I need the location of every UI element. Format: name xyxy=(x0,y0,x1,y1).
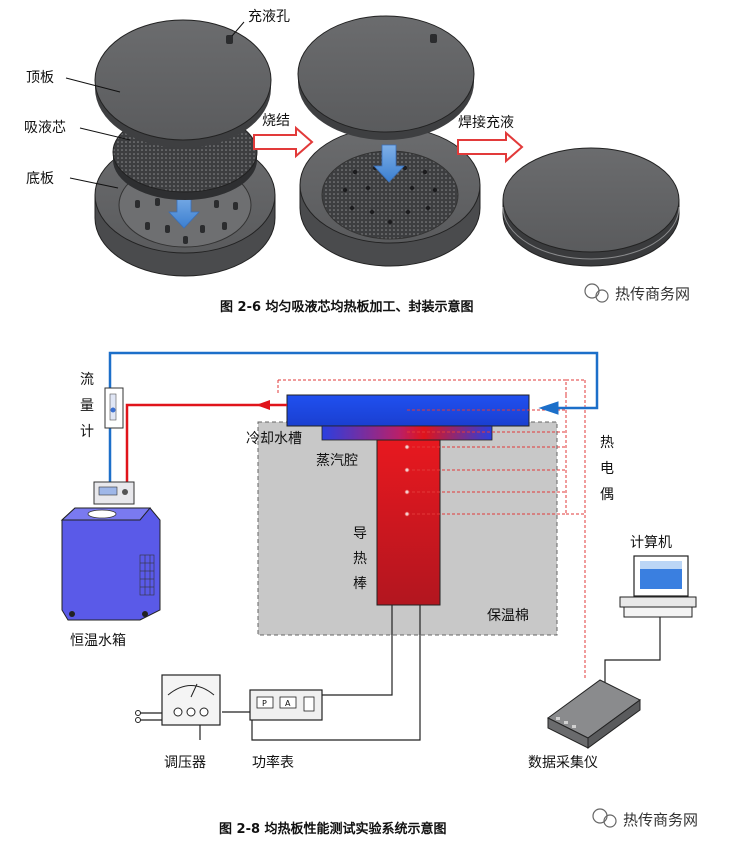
inlet-arrow-icon xyxy=(538,401,559,415)
computer xyxy=(619,555,697,618)
heat-rod xyxy=(376,439,441,606)
label-computer: 计算机 xyxy=(630,535,672,551)
terminal-icon xyxy=(135,717,141,723)
top-plate-2 xyxy=(297,15,475,140)
label-flowmeter-2: 量 xyxy=(80,398,94,414)
label-heat-rod-1: 导 xyxy=(353,526,367,542)
watermark-1: 热传商务网 xyxy=(584,283,690,303)
computer-cable xyxy=(604,617,661,686)
wechat-icon xyxy=(584,283,600,299)
fill-hole-icon xyxy=(226,35,233,44)
watermark-text-2: 热传商务网 xyxy=(623,811,698,829)
label-water-bath: 恒温水箱 xyxy=(70,633,126,649)
regulator xyxy=(161,674,221,726)
terminal-icon xyxy=(135,710,141,716)
label-regulator: 调压器 xyxy=(164,755,206,771)
thermocouple-lines xyxy=(277,379,586,680)
label-flowmeter-1: 流 xyxy=(80,372,94,388)
label-thermocouple-2: 电 xyxy=(600,461,614,477)
down-arrow-2 xyxy=(373,144,405,183)
label-insulation: 保温棉 xyxy=(487,607,529,624)
sealed-vapor-chamber xyxy=(502,147,680,267)
caption-fig-2-6: 图 2-6 均匀吸液芯均热板加工、封装示意图 xyxy=(220,299,474,315)
step-arrow-sintering: 烧结 xyxy=(253,113,314,159)
label-sintering: 烧结 xyxy=(262,113,290,129)
label-thermocouple-3: 偶 xyxy=(600,487,614,503)
sintered-bottom-plate xyxy=(299,126,481,267)
power-meter: P A xyxy=(249,689,323,721)
label-power-meter: 功率表 xyxy=(252,754,294,771)
wechat-icon xyxy=(592,808,608,824)
label-fill-hole: 充液孔 xyxy=(248,9,290,25)
top-plate xyxy=(94,19,272,148)
step-arrow-weld: 焊接充液 xyxy=(457,114,524,164)
label-wick: 吸液芯 xyxy=(24,120,66,136)
label-heat-rod-3: 棒 xyxy=(353,576,367,592)
daq xyxy=(547,679,641,749)
label-top-plate: 顶板 xyxy=(26,70,54,86)
label-daq: 数据采集仪 xyxy=(528,754,598,771)
vapor-chamber xyxy=(321,425,493,441)
label-heat-rod-2: 热 xyxy=(353,551,367,567)
watermark-2: 热传商务网 xyxy=(592,808,698,829)
label-weld-fill: 焊接充液 xyxy=(458,114,514,131)
flowmeter: 流 量 计 xyxy=(80,372,124,440)
watermark-text-1: 热传商务网 xyxy=(615,285,690,303)
fill-hole-icon-2 xyxy=(430,34,437,43)
meter-key-a: A xyxy=(285,699,291,708)
label-vapor-chamber: 蒸汽腔 xyxy=(316,453,358,469)
label-cooling-tank: 冷却水槽 xyxy=(246,431,302,447)
outlet-arrow-icon xyxy=(256,400,270,410)
label-bottom-plate: 底板 xyxy=(26,171,54,187)
water-bath xyxy=(60,481,161,621)
label-flowmeter-3: 计 xyxy=(80,424,94,440)
meter-key-p: P xyxy=(262,699,267,708)
caption-fig-2-8: 图 2-8 均热板性能测试实验系统示意图 xyxy=(219,821,447,837)
figure-2-8: 保温棉 xyxy=(60,351,698,837)
figure-2-6: 充液孔 顶板 吸液芯 底板 烧结 xyxy=(24,9,690,315)
thermocouple-points xyxy=(404,444,410,517)
label-thermocouple-1: 热 xyxy=(600,435,614,451)
water-loop xyxy=(108,351,599,488)
